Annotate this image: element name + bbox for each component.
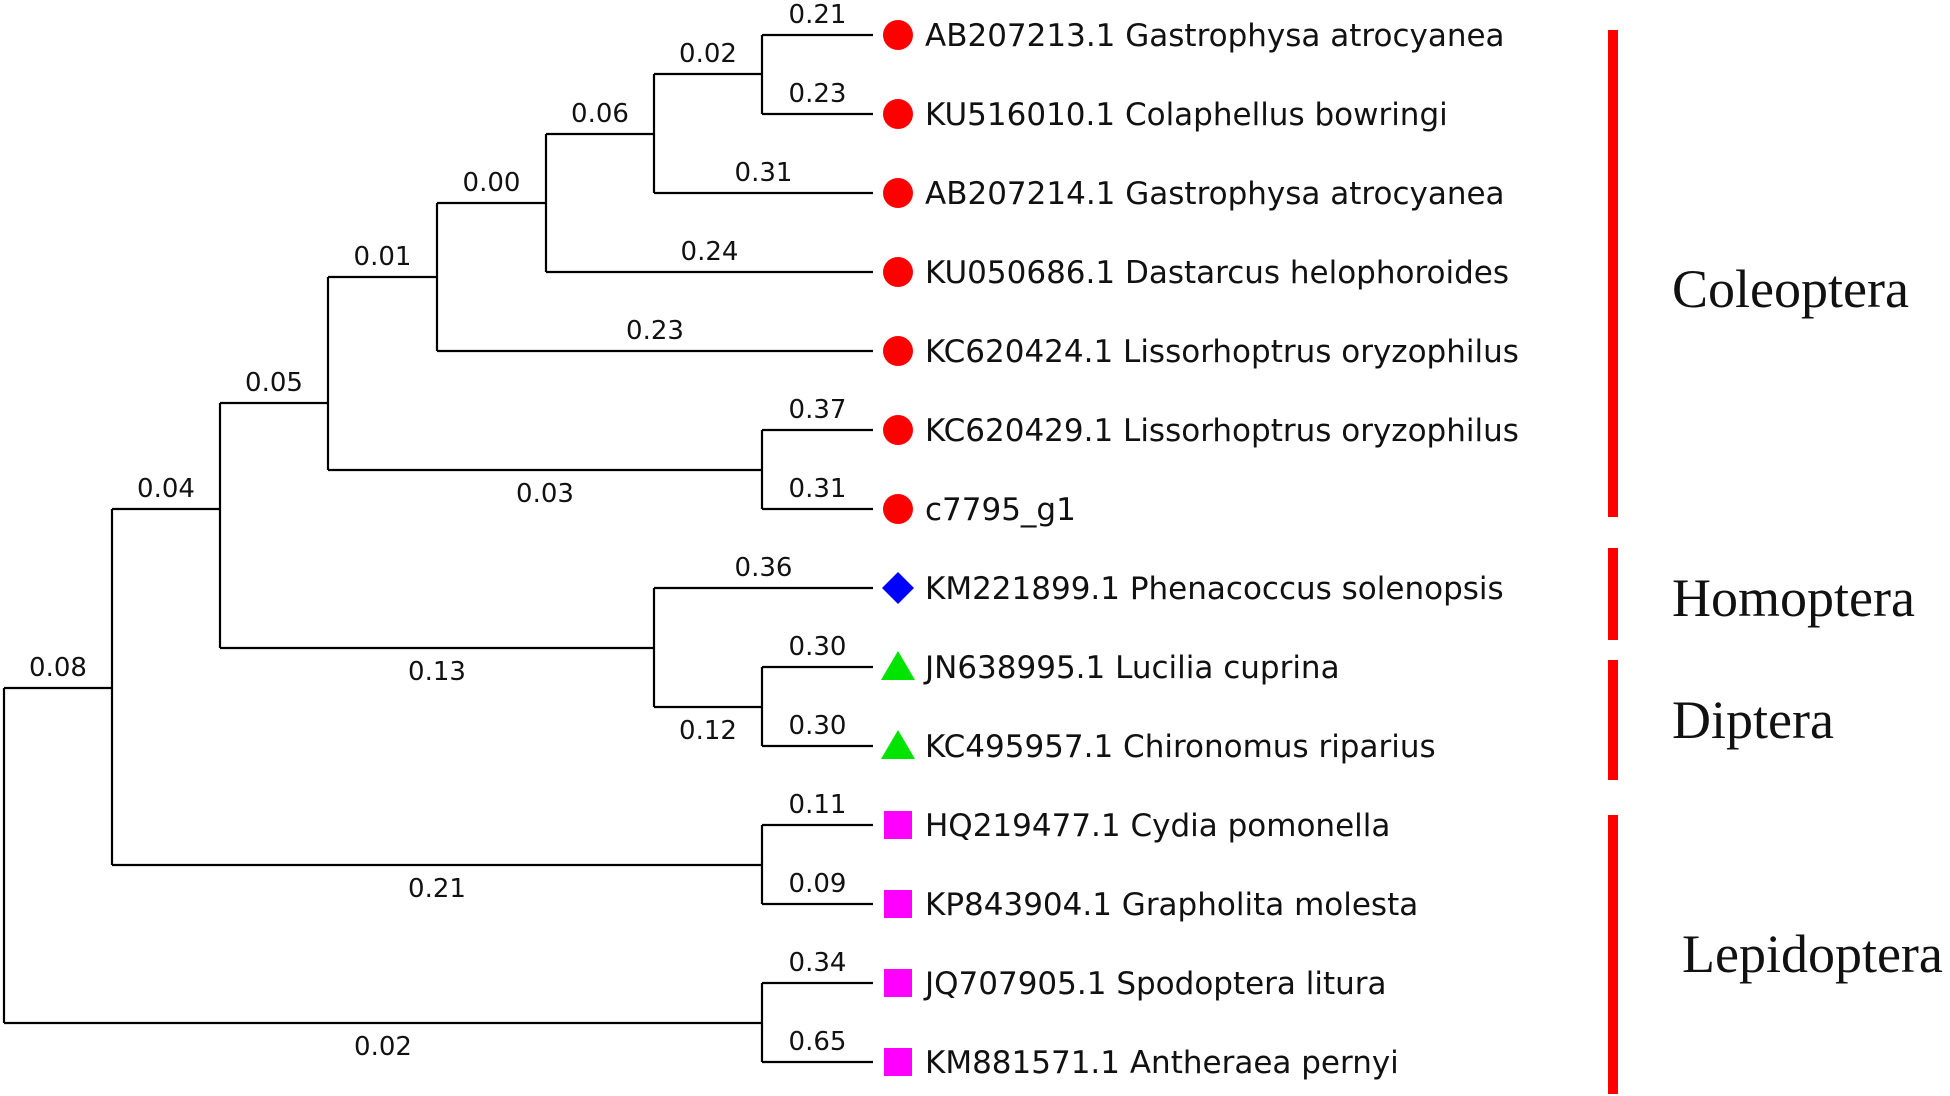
circle-marker-icon <box>883 257 913 287</box>
inner-gastro-colaph-length-label: 0.02 <box>679 39 737 69</box>
tip-6-length-label: 0.31 <box>789 474 847 504</box>
tip-0-length-label: 0.21 <box>789 0 847 30</box>
taxon-label: KU050686.1 Dastarcus helophoroides <box>925 255 1509 291</box>
square-marker-icon <box>884 969 912 997</box>
triangle-marker-icon <box>881 651 915 680</box>
taxon-label: KU516010.1 Colaphellus bowringi <box>925 97 1448 133</box>
taxon-markers <box>881 20 915 1076</box>
taxon-label: KM221899.1 Phenacoccus solenopsis <box>925 571 1504 607</box>
inner-coleoptera-length-label: 0.05 <box>245 368 303 398</box>
branch-length-labels: 0.21 0.23 0.31 0.24 0.23 0.37 0.31 0.36 0.30 0.30… <box>29 0 846 1062</box>
inner-homo-dip-length-label: 0.13 <box>408 657 466 687</box>
taxon-label: JQ707905.1 Spodoptera litura <box>923 966 1387 1002</box>
tip-5-length-label: 0.37 <box>789 395 847 425</box>
taxon-label: AB207214.1 Gastrophysa atrocyanea <box>925 176 1505 212</box>
inner-cydia-grapho-length-label: 0.21 <box>408 874 466 904</box>
group-name-diptera: Diptera <box>1672 690 1834 750</box>
taxon-label: c7795_g1 <box>925 492 1076 528</box>
inner-ingroup-length-label: 0.08 <box>29 653 87 683</box>
taxon-label: KC620429.1 Lissorhoptrus oryzophilus <box>925 413 1519 449</box>
tip-8-length-label: 0.30 <box>789 632 847 662</box>
tip-9-length-label: 0.30 <box>789 711 847 741</box>
inner-chrysomelid-length-label: 0.06 <box>571 99 629 129</box>
inner-cole-homo-dip-length-label: 0.04 <box>137 474 195 504</box>
tip-12-length-label: 0.34 <box>789 948 847 978</box>
square-marker-icon <box>884 890 912 918</box>
tip-13-length-label: 0.65 <box>789 1027 847 1057</box>
circle-marker-icon <box>883 99 913 129</box>
taxon-label: KC495957.1 Chironomus riparius <box>925 729 1436 765</box>
tip-11-length-label: 0.09 <box>789 869 847 899</box>
taxon-label: AB207213.1 Gastrophysa atrocyanea <box>925 18 1505 54</box>
diamond-marker-icon <box>882 572 914 604</box>
tip-2-length-label: 0.31 <box>735 158 793 188</box>
circle-marker-icon <box>883 178 913 208</box>
tip-10-length-label: 0.11 <box>789 790 847 820</box>
triangle-marker-icon <box>881 730 915 759</box>
inner-lisso429-c7795-length-label: 0.03 <box>516 479 574 509</box>
circle-marker-icon <box>883 494 913 524</box>
inner-lisso424-length-label: 0.01 <box>354 242 412 272</box>
square-marker-icon <box>884 1048 912 1076</box>
circle-marker-icon <box>883 415 913 445</box>
inner-dastarcus-length-label: 0.00 <box>463 168 521 198</box>
group-name-homoptera: Homoptera <box>1672 568 1915 628</box>
taxon-label: HQ219477.1 Cydia pomonella <box>925 808 1390 844</box>
inner-diptera-length-label: 0.12 <box>679 716 737 746</box>
taxon-labels: AB207213.1 Gastrophysa atrocyaneaKU51601… <box>923 18 1519 1081</box>
square-marker-icon <box>884 811 912 839</box>
circle-marker-icon <box>883 336 913 366</box>
inner-spodo-anther-length-label: 0.02 <box>354 1032 412 1062</box>
tip-7-length-label: 0.36 <box>735 553 793 583</box>
circle-marker-icon <box>883 20 913 50</box>
taxon-label: KP843904.1 Grapholita molesta <box>925 887 1418 923</box>
taxon-label: KC620424.1 Lissorhoptrus oryzophilus <box>925 334 1519 370</box>
tree-branches <box>2 33 873 1064</box>
tip-4-length-label: 0.23 <box>626 316 684 346</box>
tip-3-length-label: 0.24 <box>681 237 739 267</box>
taxon-label: KM881571.1 Antheraea pernyi <box>925 1045 1399 1081</box>
taxon-label: JN638995.1 Lucilia cuprina <box>923 650 1340 686</box>
group-name-lepidoptera: Lepidoptera <box>1682 924 1943 984</box>
tip-1-length-label: 0.23 <box>789 79 847 109</box>
group-name-coleoptera: Coleoptera <box>1672 259 1909 319</box>
